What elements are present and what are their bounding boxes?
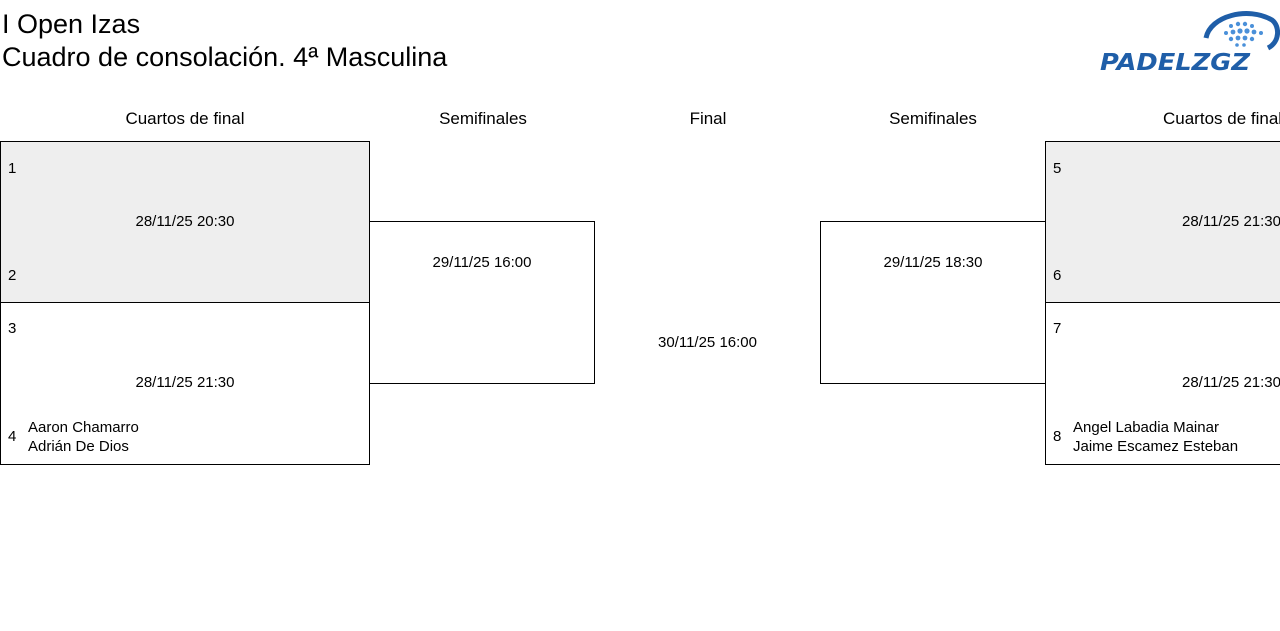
seed-number: 3	[8, 320, 17, 337]
round-label-final: Final	[689, 109, 727, 128]
round-label-right-quarters: Cuartos de final	[1163, 109, 1280, 128]
seed-number: 6	[1053, 267, 1062, 284]
right-qf1-match[interactable]: 5 28/11/25 21:30 6	[1046, 142, 1280, 302]
player-name: Jaime Escamez Esteban	[1073, 438, 1239, 455]
left-qf1-match[interactable]: 1 28/11/25 20:30 2	[1, 142, 369, 302]
seed-number: 2	[8, 267, 17, 284]
draw-subtitle: Cuadro de consolación. 4ª Masculina	[2, 42, 448, 72]
match-datetime: 28/11/25 21:30	[135, 374, 235, 391]
match-datetime: 28/11/25 21:30	[1182, 374, 1280, 391]
left-qf2-match[interactable]: 3 28/11/25 21:30 4 Aaron Chamarro Adrián…	[1, 303, 369, 464]
match-datetime: 29/11/25 16:00	[432, 254, 532, 271]
right-semifinal-match[interactable]: 29/11/25 18:30	[820, 221, 1046, 384]
player-name: Adrián De Dios	[28, 438, 129, 455]
seed-number: 7	[1053, 320, 1062, 337]
round-label-right-semis: Semifinales	[889, 109, 977, 128]
match-datetime: 29/11/25 18:30	[883, 254, 983, 271]
match-divider	[1045, 302, 1280, 303]
tournament-title: I Open Izas	[2, 9, 141, 39]
match-datetime: 28/11/25 21:30	[1182, 213, 1280, 230]
padelzgz-logo-text: PADELZGZ	[1100, 50, 1251, 74]
player-name: Aaron Chamarro	[28, 419, 139, 436]
right-qf2-match[interactable]: 7 28/11/25 21:30 8 Angel Labadia Mainar …	[1046, 303, 1280, 464]
left-semifinal-match[interactable]: 29/11/25 16:00	[369, 221, 595, 384]
final-match-datetime[interactable]: 30/11/25 16:00	[658, 334, 757, 351]
right-quarterfinals-box	[1045, 141, 1280, 465]
round-label-left-quarters: Cuartos de final	[125, 109, 245, 128]
seed-number: 5	[1053, 160, 1062, 177]
match-divider	[0, 302, 370, 303]
seed-number: 1	[8, 160, 17, 177]
seed-number: 8	[1053, 428, 1062, 445]
seed-number: 4	[8, 428, 17, 445]
match-datetime: 28/11/25 20:30	[135, 213, 235, 230]
round-label-left-semis: Semifinales	[439, 109, 527, 128]
padelzgz-logo: PADELZGZ	[1100, 11, 1280, 74]
player-name: Angel Labadia Mainar	[1073, 419, 1219, 436]
